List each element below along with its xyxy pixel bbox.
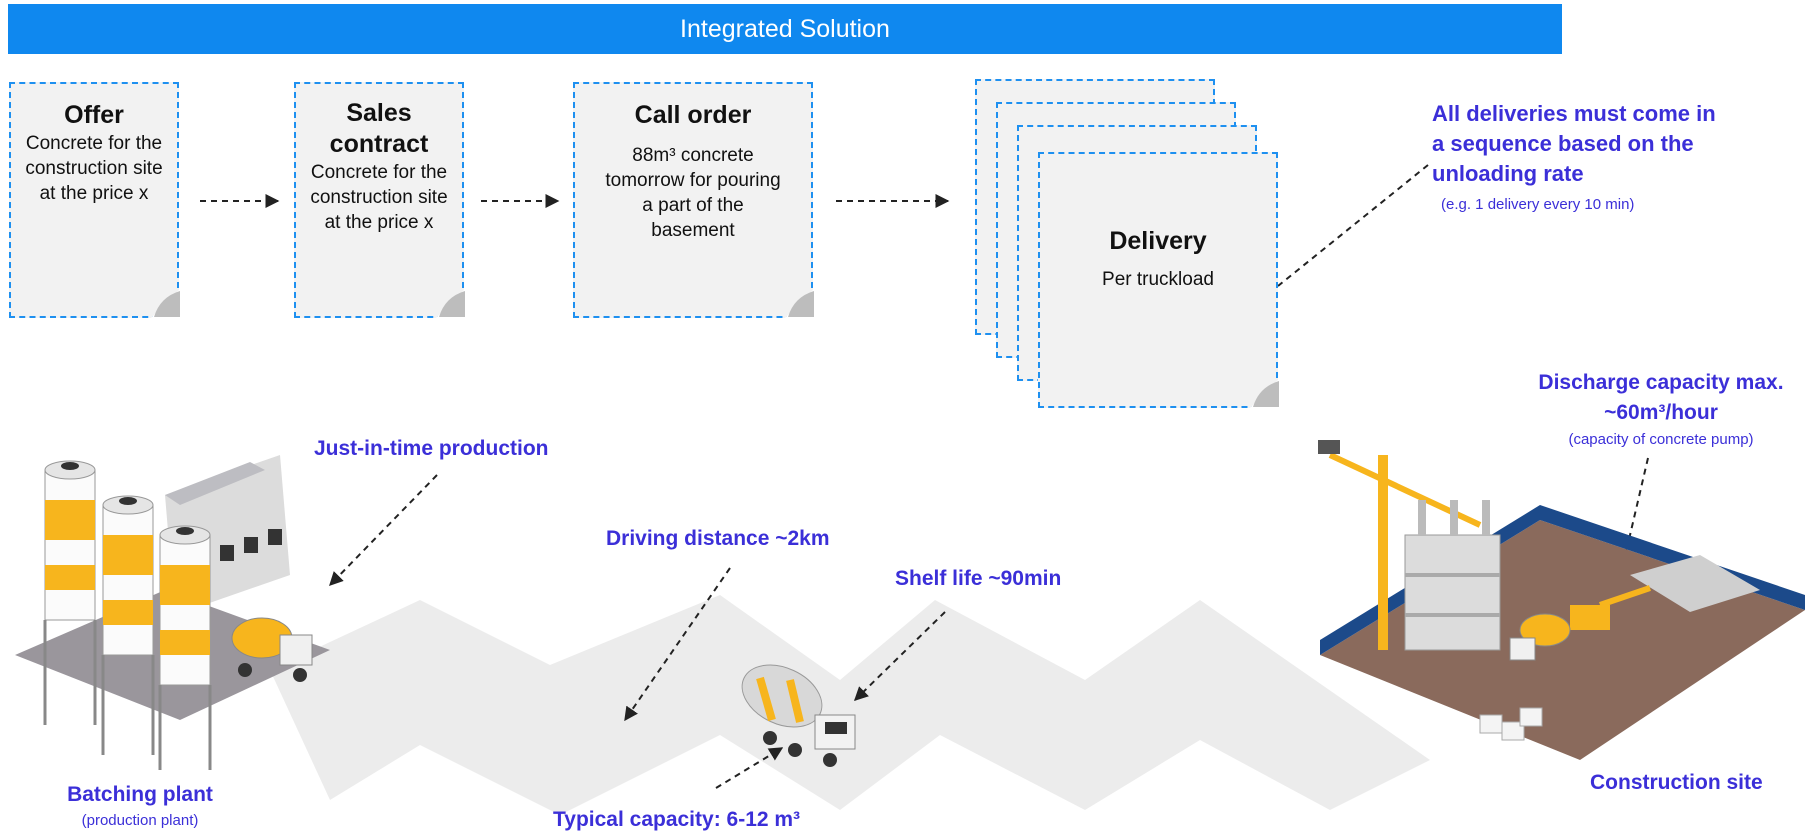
arrow-jit [329,474,438,587]
arrow-sequence [1277,164,1429,287]
arrow-driving [624,567,731,722]
integrated-solution-banner: Integrated Solution [8,4,1562,54]
road-shape [270,595,1430,815]
discharge-capacity-note: (capacity of concrete pump) [1568,431,1754,448]
call-order-document: Call order 88m³ concrete tomorrow for po… [573,82,814,319]
sequence-title: All deliveries must come in a sequence b… [1432,101,1716,186]
jit-label: Just-in-time production [314,437,549,460]
page-curl-icon [784,289,814,319]
page-curl-icon [435,289,465,319]
offer-title: Offer [64,101,124,129]
sequence-note: (e.g. 1 delivery every 10 min) [1441,196,1635,213]
banner-title: Integrated Solution [680,14,890,43]
driving-distance-label: Driving distance ~2km [606,527,830,550]
sales-contract-body: Concrete for the construction site at th… [310,162,448,233]
batching-plant-note: (production plant) [81,812,199,829]
delivery-body: Per truckload [1102,269,1214,290]
shelf-life-label: Shelf life ~90min [895,567,1062,590]
call-order-title: Call order [634,101,752,129]
call-order-body: 88m³ concrete tomorrow for pouring a par… [605,145,781,241]
arrow-capacity [715,747,784,789]
sales-contract-title: Sales contract [329,99,429,158]
offer-body: Concrete for the construction site at th… [25,133,163,204]
batching-plant-illustration [15,455,330,770]
arrow-shelf [853,611,946,701]
delivery-document: Delivery Per truckload [1038,152,1279,409]
mixer-truck-illustration [741,664,856,767]
construction-site-title: Construction site [1590,771,1763,794]
page-curl-icon [150,289,180,319]
delivery-title: Delivery [1109,227,1207,255]
sales-contract-document: Sales contract Concrete for the construc… [294,82,465,319]
discharge-capacity-title: Discharge capacity max. ~60m³/hour [1538,371,1784,424]
typical-capacity-label: Typical capacity: 6-12 m³ [553,808,801,831]
construction-site-illustration [1318,440,1805,760]
batching-plant-title: Batching plant [67,783,213,806]
offer-document: Offer Concrete for the construction site… [9,82,180,319]
page-curl-icon [1249,379,1279,409]
